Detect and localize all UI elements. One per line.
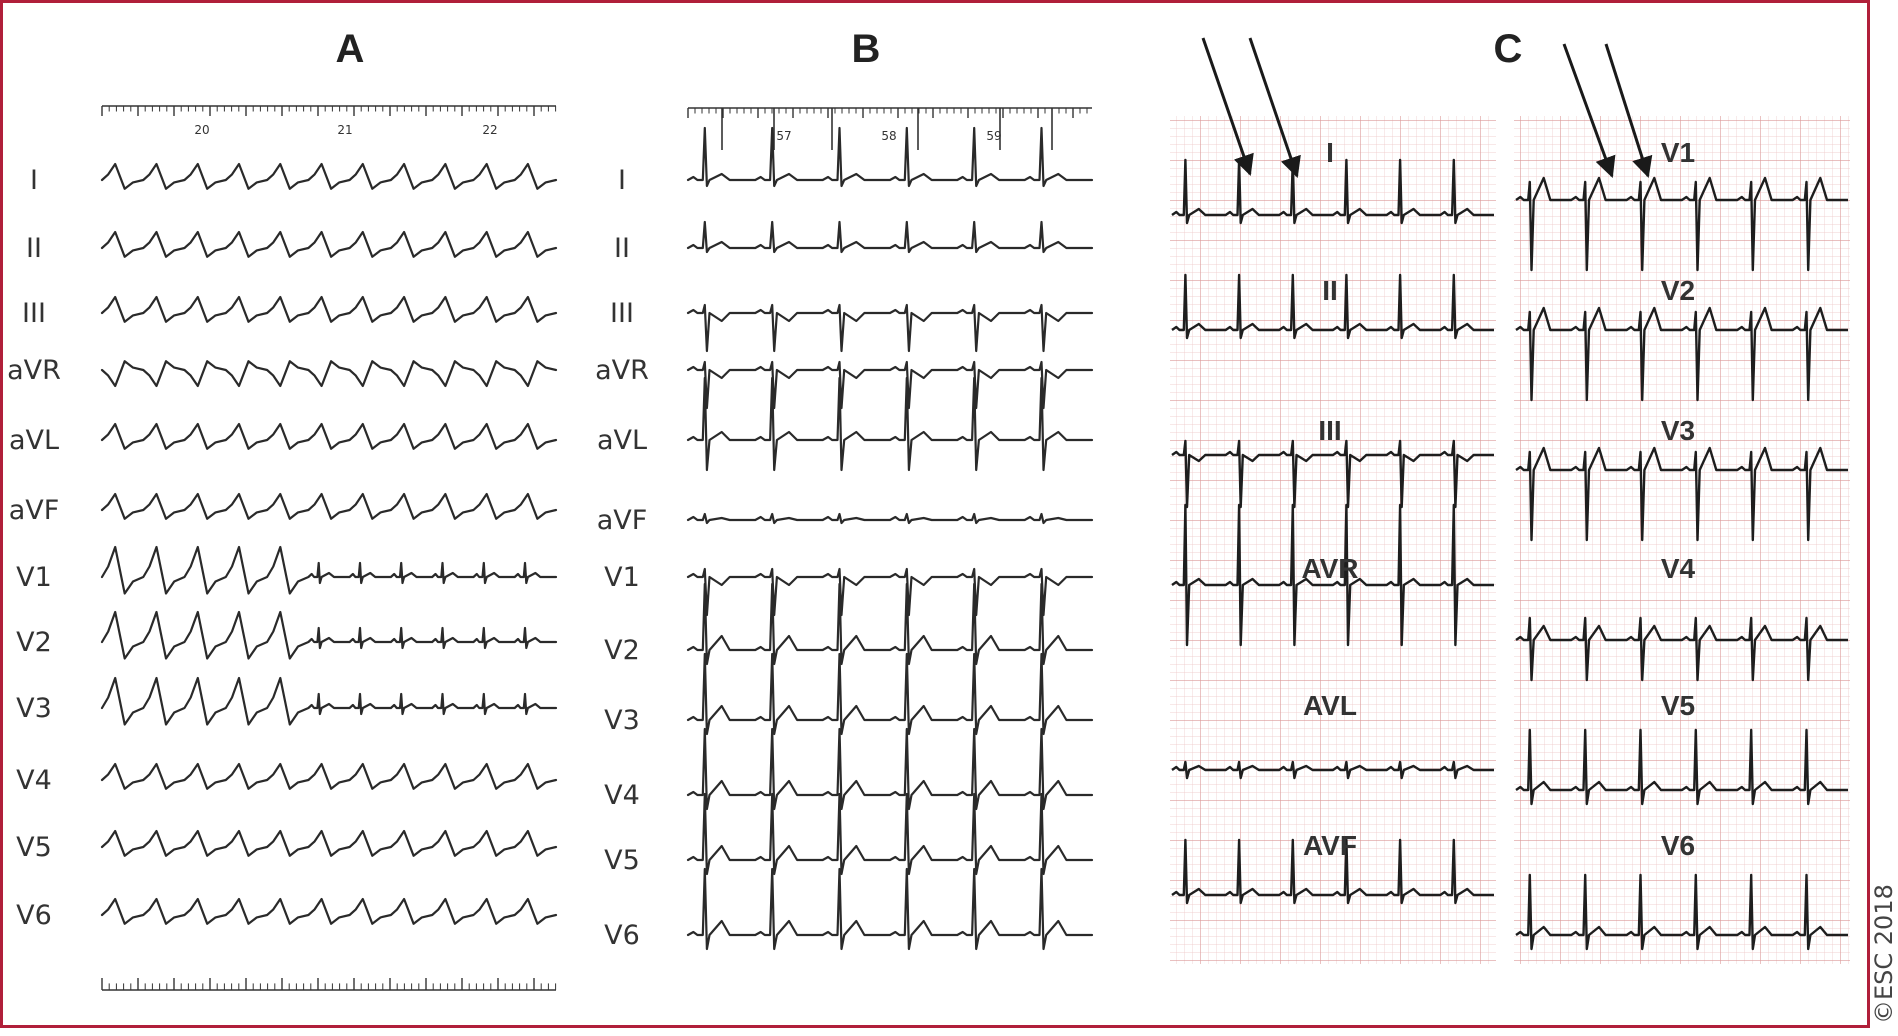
panel-c-precordial-trace (1515, 873, 1848, 951)
panel-c-limb-lead-label: AVL (1303, 690, 1357, 721)
arrow (1201, 37, 1254, 176)
panel-b-ecg-trace (686, 867, 1094, 951)
panel-c-precordial-lead-label: V6 (1661, 830, 1695, 861)
panel-a-ruler-number: 20 (194, 123, 209, 137)
panel-b-lead-label: V2 (604, 635, 640, 666)
panel-c-precordial-trace (1515, 306, 1848, 402)
panel-c-limb-trace (1171, 760, 1494, 780)
panel-b-lead-label: V5 (604, 845, 640, 876)
panel-a-title: A (336, 27, 365, 71)
panel-c-limb-trace (1171, 273, 1494, 340)
panel-c-precordial-strip (1514, 116, 1850, 964)
panel-b-ecg-trace (686, 360, 1094, 410)
panel-c-precordial-trace (1515, 176, 1848, 272)
panel-a-ecg-trace (100, 610, 558, 660)
panel-b-ecg-trace (686, 727, 1094, 811)
panel-c-precordial-lead-label: V1 (1661, 137, 1695, 168)
panel-b-lead-label: I (618, 165, 626, 196)
panel-a-ecg-trace (100, 676, 558, 726)
panel-c-precordial-trace (1515, 446, 1848, 542)
panel-b-time-ruler (687, 107, 1092, 150)
panel-a-ecg-trace (100, 360, 558, 388)
panel-a-ecg-trace (100, 545, 558, 595)
panel-a-ecg-trace (100, 897, 558, 925)
panel-b-ecg-trace (686, 512, 1094, 525)
panel-a-lead-label: I (30, 165, 38, 196)
panel-b-lead-label: V3 (604, 705, 640, 736)
panel-c-limb-strip (1170, 116, 1496, 964)
panel-a-ecg-trace (100, 422, 558, 450)
panel-a-lead-label: V1 (16, 562, 52, 593)
panel-b-ecg-trace (686, 376, 1094, 472)
panel-b-ecg-trace (686, 652, 1094, 736)
panel-c-precordial-trace (1515, 616, 1848, 682)
panel-a-ecg-trace (100, 492, 558, 520)
panel-a-lead-label: aVR (7, 355, 61, 386)
panel-b-lead-label: III (610, 298, 634, 329)
panel-a-ecg-trace (100, 295, 558, 323)
panel-b-lead-label: V4 (604, 780, 640, 811)
arrow (1248, 37, 1301, 178)
panel-c-precordial-lead-label: V5 (1661, 690, 1695, 721)
panel-b-ruler-number: 57 (776, 129, 791, 143)
copyright-notice: ©ESC 2018 (1870, 884, 1898, 1024)
panel-a-lead-label: V2 (16, 627, 52, 658)
panel-c-precordial-trace (1515, 728, 1848, 806)
panel-c-title: C (1494, 27, 1523, 71)
panel-a-time-ruler (101, 105, 557, 116)
panel-c-limb-trace (1171, 439, 1494, 509)
panel-c-limb-trace (1171, 158, 1494, 225)
panel-c-precordial-lead-label: V4 (1661, 553, 1696, 584)
panel-a-bottom-ruler (101, 978, 557, 991)
panel-a-ecg-trace (100, 162, 558, 190)
panel-b-ruler-number: 59 (986, 129, 1001, 143)
panel-b-title: B (852, 27, 881, 71)
panel-a-lead-label: V6 (16, 900, 52, 931)
panel-c-limb-lead-label: II (1322, 275, 1338, 306)
panel-a-lead-label: V4 (16, 765, 52, 796)
panel-c-limb-trace (1171, 503, 1494, 647)
panel-a-ecg-trace (100, 762, 558, 790)
panel-a-lead-label: aVL (9, 425, 59, 456)
arrow (1604, 43, 1653, 179)
panel-c-limb-lead-label: AVR (1301, 553, 1358, 584)
panel-c-limb-lead-label: III (1318, 415, 1341, 446)
panel-a-ecg-trace (100, 230, 558, 258)
panel-b-ecg-trace (686, 220, 1094, 254)
panel-b-lead-label: II (614, 233, 630, 264)
panel-a-lead-label: V3 (16, 693, 52, 724)
panel-a-lead-label: II (26, 233, 42, 264)
panel-a-lead-label: V5 (16, 832, 52, 863)
panel-b-lead-label: V1 (604, 562, 640, 593)
panel-b-lead-label: aVR (595, 355, 649, 386)
panel-b-ruler-number: 58 (881, 129, 896, 143)
panel-b-lead-label: aVF (597, 505, 648, 536)
panel-a-lead-label: aVF (9, 495, 60, 526)
panel-c-limb-lead-label: AVF (1303, 830, 1357, 861)
panel-b-ecg-trace (686, 567, 1094, 617)
panel-b-ecg-trace (686, 126, 1094, 188)
panel-a-ecg-trace (100, 829, 558, 857)
panel-b-ecg-trace (686, 792, 1094, 876)
panel-b-ecg-trace (686, 582, 1094, 666)
panel-a-ruler-number: 22 (482, 123, 497, 137)
panel-b-lead-label: V6 (604, 920, 640, 951)
arrow (1562, 43, 1616, 178)
panel-c-precordial-lead-label: V2 (1661, 275, 1695, 306)
panel-a-ruler-number: 21 (337, 123, 352, 137)
panel-a-lead-label: III (22, 298, 46, 329)
panel-c-limb-lead-label: I (1326, 137, 1334, 168)
panel-b-lead-label: aVL (597, 425, 647, 456)
panel-c-limb-trace (1171, 838, 1494, 905)
panel-c-precordial-lead-label: V3 (1661, 415, 1695, 446)
panel-b-ecg-trace (686, 303, 1094, 353)
